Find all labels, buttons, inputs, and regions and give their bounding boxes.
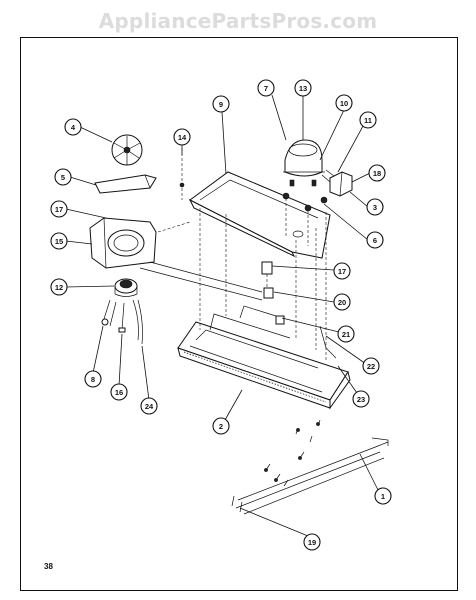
callout-14: 14 — [173, 128, 191, 146]
callout-3: 3 — [366, 198, 384, 216]
svg-text:9: 9 — [219, 100, 223, 109]
callout-5: 5 — [54, 168, 72, 186]
callout-9: 9 — [212, 95, 230, 113]
fan-shroud — [89, 217, 157, 269]
svg-text:15: 15 — [55, 237, 63, 246]
svg-text:6: 6 — [373, 236, 377, 245]
callout-24: 24 — [140, 397, 158, 415]
svg-text:8: 8 — [91, 375, 95, 384]
compressor — [282, 139, 328, 212]
callout-12: 12 — [50, 278, 68, 296]
fan-bracket — [94, 174, 157, 194]
page-number: 38 — [44, 562, 53, 571]
callout-7: 7 — [257, 79, 275, 97]
callout-1: 1 — [374, 487, 392, 505]
callout-17b: 17 — [333, 262, 351, 280]
svg-text:10: 10 — [340, 99, 348, 108]
callout-20: 20 — [333, 293, 351, 311]
svg-text:23: 23 — [357, 395, 365, 404]
svg-text:19: 19 — [308, 538, 316, 547]
svg-text:20: 20 — [338, 298, 346, 307]
fan-motor — [114, 278, 138, 297]
svg-text:22: 22 — [367, 362, 375, 371]
callout-4: 4 — [64, 118, 82, 136]
svg-text:3: 3 — [373, 203, 377, 212]
svg-text:1: 1 — [381, 492, 385, 501]
svg-text:11: 11 — [364, 116, 372, 125]
svg-text:7: 7 — [264, 84, 268, 93]
svg-text:18: 18 — [373, 169, 381, 178]
svg-text:2: 2 — [219, 422, 223, 431]
machine-compartment-cover — [188, 171, 331, 259]
svg-text:13: 13 — [299, 84, 307, 93]
diagram-frame — [20, 37, 458, 591]
callout-6: 6 — [366, 231, 384, 249]
callout-18: 18 — [368, 164, 386, 182]
watermark: AppliancePartsPros.com — [98, 9, 378, 33]
callout-15: 15 — [50, 232, 68, 250]
svg-text:24: 24 — [145, 402, 154, 411]
svg-text:17: 17 — [55, 205, 63, 214]
svg-text:17: 17 — [338, 267, 346, 276]
callout-11: 11 — [359, 111, 377, 129]
relay-overload — [321, 169, 353, 197]
fan-blade — [111, 134, 143, 166]
svg-text:14: 14 — [178, 133, 187, 142]
assembly-lines — [139, 198, 327, 360]
callout-8: 8 — [84, 370, 102, 388]
base-pan — [177, 305, 351, 410]
callout-19: 19 — [303, 533, 321, 551]
svg-text:16: 16 — [115, 388, 123, 397]
callout-13: 13 — [294, 79, 312, 97]
callout-10: 10 — [335, 94, 353, 112]
leader-lines — [65, 94, 379, 537]
callout-22: 22 — [362, 357, 380, 375]
callout-16: 16 — [110, 383, 128, 401]
wire-harness — [231, 419, 389, 515]
callout-23: 23 — [352, 390, 370, 408]
screw-14 — [179, 148, 185, 200]
svg-text:21: 21 — [342, 330, 350, 339]
callout-2: 2 — [212, 417, 230, 435]
svg-text:5: 5 — [61, 173, 65, 182]
callout-17: 17 — [50, 200, 68, 218]
callout-21: 21 — [337, 325, 355, 343]
motor-mount-parts — [101, 299, 143, 345]
svg-text:12: 12 — [55, 283, 63, 292]
svg-text:4: 4 — [71, 123, 76, 132]
electrical-components — [261, 261, 274, 299]
